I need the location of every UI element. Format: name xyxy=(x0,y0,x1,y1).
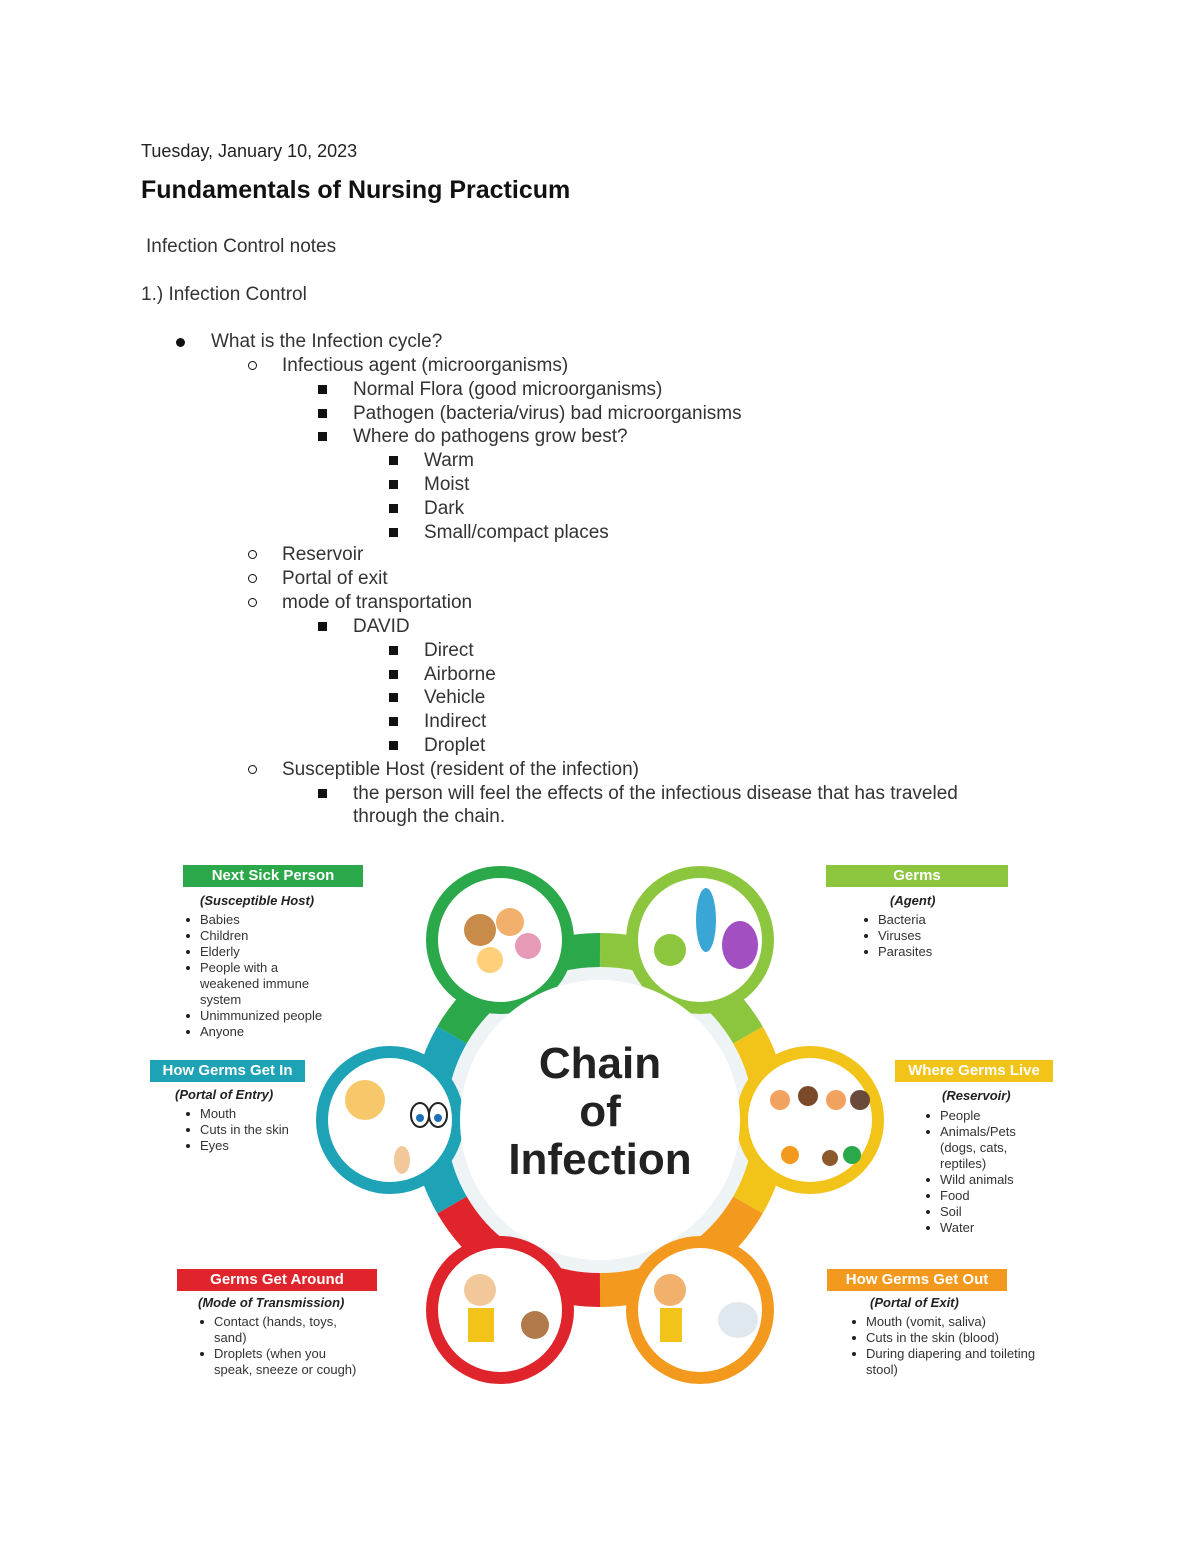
list-item: Mouth (vomit, saliva) xyxy=(850,1314,1040,1330)
chain-node-agent xyxy=(599,866,774,1044)
reservoir-subtitle: (Reservoir) xyxy=(942,1088,1011,1103)
list-item: Food xyxy=(924,1188,1039,1204)
host-list: Babies Children Elderly People with a we… xyxy=(184,912,334,1040)
list-item: Cuts in the skin xyxy=(184,1122,314,1138)
chain-node-exit xyxy=(599,1196,774,1384)
list-item: During diapering and toileting stool) xyxy=(850,1346,1040,1378)
list-item: Contact (hands, toys, sand) xyxy=(198,1314,358,1346)
host-subtitle: (Susceptible Host) xyxy=(200,893,315,908)
list-item: Dark xyxy=(389,498,465,519)
list-item: Pathogen (bacteria/virus) bad microorgan… xyxy=(318,403,742,424)
agent-title: Germs xyxy=(826,865,1008,887)
list-item: Direct xyxy=(389,640,474,661)
transmission-title: Germs Get Around xyxy=(177,1269,377,1291)
page-title: Fundamentals of Nursing Practicum xyxy=(141,176,571,204)
list-item: Mouth xyxy=(184,1106,314,1122)
reservoir-title: Where Germs Live xyxy=(895,1060,1053,1082)
list-item: Water xyxy=(924,1220,1039,1236)
entry-title: How Germs Get In xyxy=(150,1060,305,1082)
reservoir-list: People Animals/Pets (dogs, cats, reptile… xyxy=(924,1108,1039,1236)
list-item: Viruses xyxy=(862,928,992,944)
list-item: Airborne xyxy=(389,664,496,685)
list-item: What is the Infection cycle? xyxy=(176,331,443,352)
list-item: Warm xyxy=(389,450,474,471)
list-item: Small/compact places xyxy=(389,522,609,543)
list-item: Indirect xyxy=(389,711,487,732)
host-title: Next Sick Person xyxy=(183,865,363,887)
section-heading: 1.) Infection Control xyxy=(141,284,307,305)
list-item: Parasites xyxy=(862,944,992,960)
list-item: People with a weakened immune system xyxy=(184,960,334,1008)
exit-list: Mouth (vomit, saliva) Cuts in the skin (… xyxy=(850,1314,1040,1378)
list-item: Droplet xyxy=(389,735,486,756)
list-item: DAVID xyxy=(318,616,410,637)
date: Tuesday, January 10, 2023 xyxy=(141,141,358,161)
chain-node-reservoir xyxy=(733,1026,884,1214)
agent-subtitle: (Agent) xyxy=(890,893,936,908)
list-item: Reservoir xyxy=(248,544,364,565)
list-item: Susceptible Host (resident of the infect… xyxy=(248,759,639,780)
list-item: Unimmunized people xyxy=(184,1008,334,1024)
center-disc xyxy=(460,980,740,1260)
entry-list: Mouth Cuts in the skin Eyes xyxy=(184,1106,314,1154)
chain-node-transmission xyxy=(426,1196,601,1384)
list-item: Normal Flora (good microorganisms) xyxy=(318,379,663,400)
list-item: Children xyxy=(184,928,334,944)
list-item: Wild animals xyxy=(924,1172,1039,1188)
list-item: Cuts in the skin (blood) xyxy=(850,1330,1040,1346)
list-item: Infectious agent (microorganisms) xyxy=(248,355,569,376)
list-item: Moist xyxy=(389,474,470,495)
list-item: Portal of exit xyxy=(248,568,388,589)
list-item: mode of transportation xyxy=(248,592,473,613)
list-item: Where do pathogens grow best? xyxy=(318,426,628,447)
list-item: the person will feel the effects of the … xyxy=(318,783,958,827)
list-item: Soil xyxy=(924,1204,1039,1220)
list-item: Animals/Pets (dogs, cats, reptiles) xyxy=(924,1124,1039,1172)
agent-list: Bacteria Viruses Parasites xyxy=(862,912,992,960)
transmission-subtitle: (Mode of Transmission) xyxy=(198,1295,345,1310)
exit-subtitle: (Portal of Exit) xyxy=(870,1295,959,1310)
list-item: Droplets (when you speak, sneeze or coug… xyxy=(198,1346,358,1378)
exit-title: How Germs Get Out xyxy=(827,1269,1007,1291)
list-item: Bacteria xyxy=(862,912,992,928)
list-item: Vehicle xyxy=(389,687,486,708)
list-item: People xyxy=(924,1108,1039,1124)
chain-ring xyxy=(316,866,884,1384)
chain-node-host xyxy=(426,866,601,1044)
list-item: Babies xyxy=(184,912,334,928)
list-item: Eyes xyxy=(184,1138,314,1154)
transmission-list: Contact (hands, toys, sand) Droplets (wh… xyxy=(198,1314,358,1378)
subtitle: Infection Control notes xyxy=(146,236,337,257)
chain-node-entry xyxy=(316,1026,467,1214)
entry-subtitle: (Portal of Entry) xyxy=(175,1087,274,1102)
list-item: Anyone xyxy=(184,1024,334,1040)
list-item: Elderly xyxy=(184,944,334,960)
